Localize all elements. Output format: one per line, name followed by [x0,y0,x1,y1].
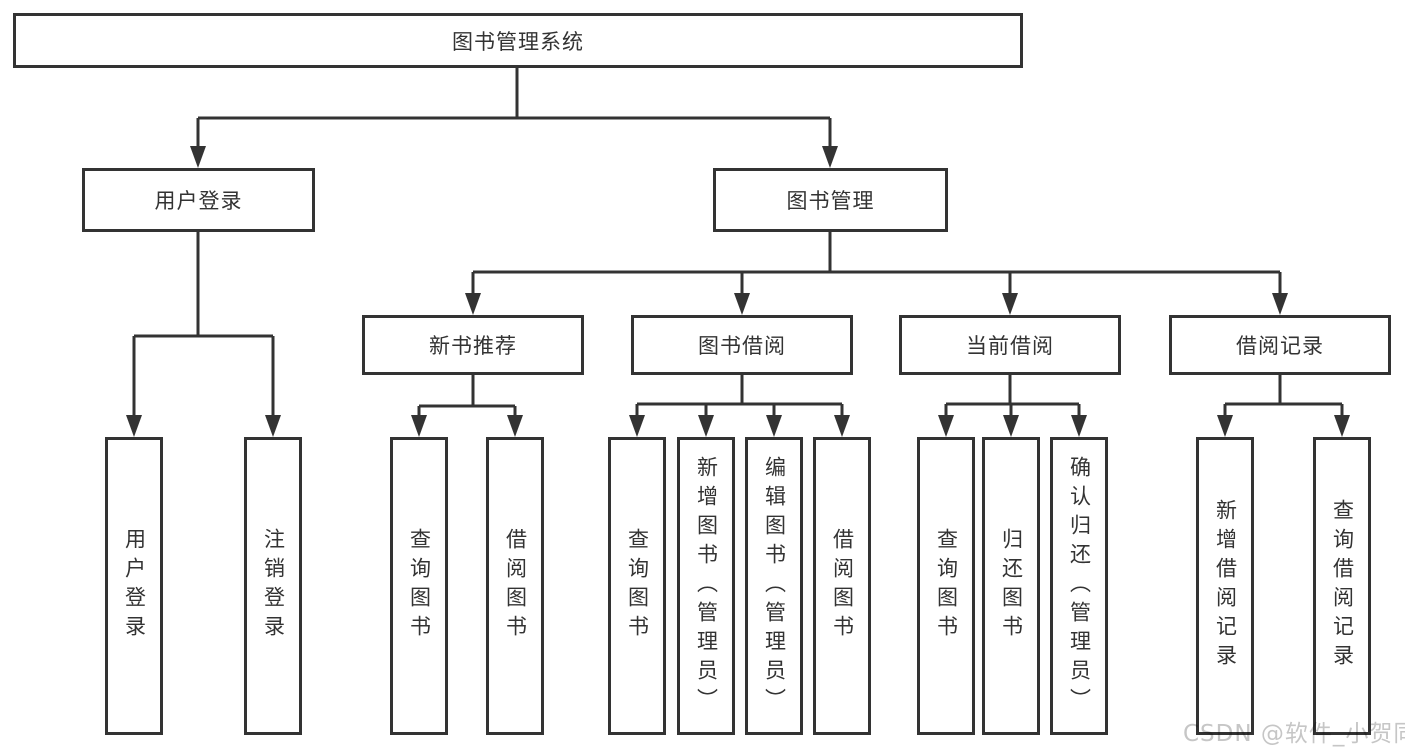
leaf-borrow-query-book: 查询图书 [608,437,666,735]
leaf-borrow-query-book-label: 查询图书 [625,528,650,644]
node-current-borrow-label: 当前借阅 [966,334,1054,358]
node-book-borrow-label: 图书借阅 [698,334,786,358]
node-book-borrow: 图书借阅 [631,315,853,375]
leaf-current-return-book-label: 归还图书 [999,528,1024,644]
leaf-borrow-add-book-admin-label: 新增图书（管理员） [694,455,719,717]
leaf-recommend-borrow-book-label: 借阅图书 [503,528,528,644]
leaf-borrow-edit-book-admin: 编辑图书（管理员） [745,437,803,735]
leaf-borrow-borrow-book: 借阅图书 [813,437,871,735]
leaf-records-add-record: 新增借阅记录 [1196,437,1254,735]
node-root-label: 图书管理系统 [452,29,584,54]
leaf-current-return-book: 归还图书 [982,437,1040,735]
node-root: 图书管理系统 [13,13,1023,68]
leaf-borrow-add-book-admin: 新增图书（管理员） [677,437,735,735]
leaf-records-query-record-label: 查询借阅记录 [1330,499,1355,673]
leaf-current-confirm-return-admin-label: 确认归还（管理员） [1067,455,1092,717]
csdn-watermark: CSDN @软件_小贺同学 [1183,721,1405,747]
leaf-user-login: 用户登录 [105,437,163,735]
leaf-current-confirm-return-admin: 确认归还（管理员） [1050,437,1108,735]
arrowheads [126,146,1350,437]
leaf-logout-label: 注销登录 [261,528,286,644]
leaf-current-query-book-label: 查询图书 [934,528,959,644]
leaf-borrow-borrow-book-label: 借阅图书 [830,528,855,644]
leaf-user-login-label: 用户登录 [122,528,147,644]
node-new-book-recommend-label: 新书推荐 [429,334,517,358]
leaf-logout: 注销登录 [244,437,302,735]
node-borrow-records-label: 借阅记录 [1236,334,1324,358]
leaf-borrow-edit-book-admin-label: 编辑图书（管理员） [762,455,787,717]
node-current-borrow: 当前借阅 [899,315,1121,375]
node-borrow-records: 借阅记录 [1169,315,1391,375]
leaf-recommend-query-book: 查询图书 [390,437,448,735]
leaf-recommend-borrow-book: 借阅图书 [486,437,544,735]
node-user-login: 用户登录 [82,168,315,232]
node-user-login-label: 用户登录 [154,189,243,213]
leaf-records-add-record-label: 新增借阅记录 [1213,499,1238,673]
node-new-book-recommend: 新书推荐 [362,315,584,375]
node-book-management: 图书管理 [713,168,948,232]
node-book-management-label: 图书管理 [786,189,875,213]
leaf-recommend-query-book-label: 查询图书 [407,528,432,644]
leaf-current-query-book: 查询图书 [917,437,975,735]
leaf-records-query-record: 查询借阅记录 [1313,437,1371,735]
